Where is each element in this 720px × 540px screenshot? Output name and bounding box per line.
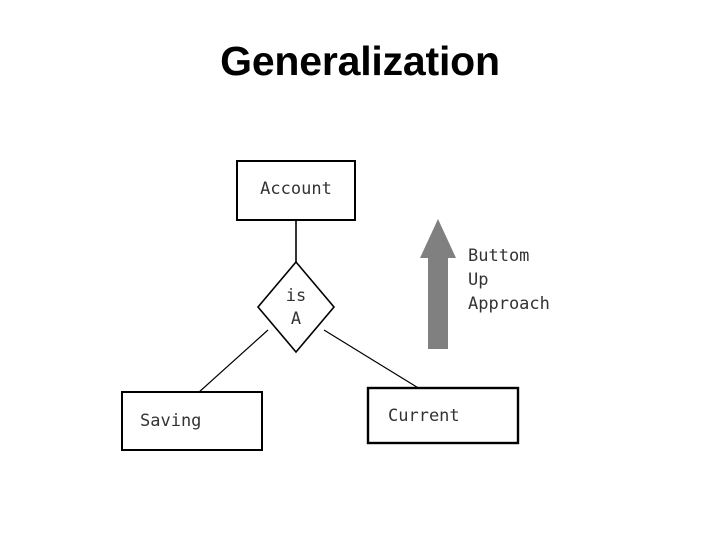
connector-isa-to-current bbox=[323, 329, 421, 390]
annotation-label-line-1: Buttom bbox=[468, 246, 530, 266]
entity-label-saving: Saving bbox=[140, 411, 202, 431]
entity-box-account[interactable] bbox=[236, 160, 356, 221]
relationship-label-line-2: A bbox=[290, 308, 302, 329]
entity-label-current: Current bbox=[388, 406, 460, 426]
up-arrow-icon bbox=[420, 219, 456, 349]
entity-label-account: Account bbox=[260, 179, 332, 199]
relationship-diamond-is-a[interactable] bbox=[256, 260, 336, 354]
relationship-label-line-1: is bbox=[285, 286, 307, 306]
connector-isa-to-saving bbox=[197, 329, 269, 394]
entity-box-current[interactable] bbox=[366, 386, 520, 445]
entity-box-saving[interactable] bbox=[121, 391, 263, 451]
annotation-label-line-2: Up bbox=[468, 270, 489, 291]
page-title: Generalization bbox=[220, 38, 500, 84]
annotation-label-line-3: Approach bbox=[468, 294, 550, 315]
